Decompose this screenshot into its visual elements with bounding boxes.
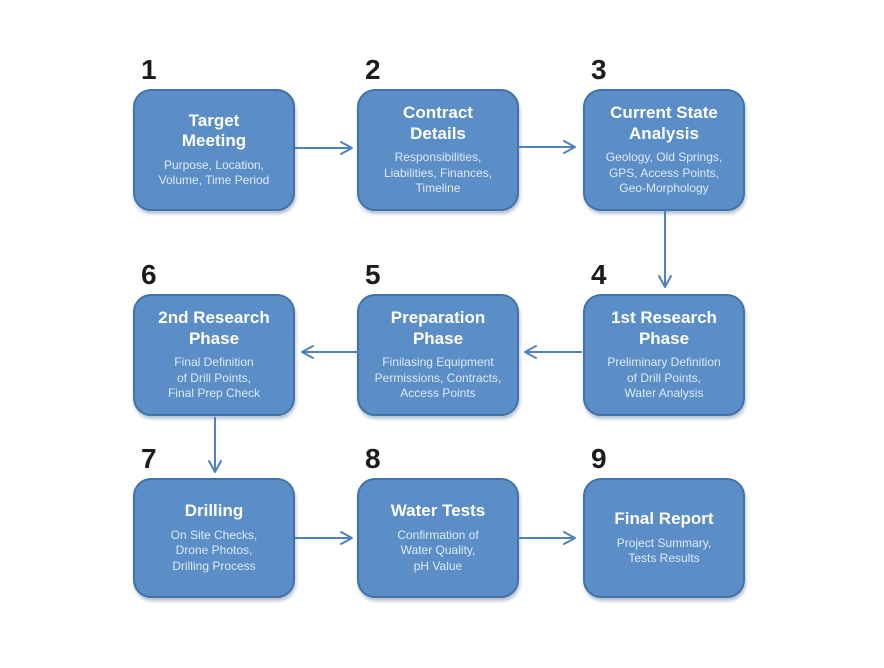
node-preparation-phase: Preparation Phase Finilasing Equipment P… — [357, 294, 519, 416]
node-title: Contract Details — [403, 103, 473, 143]
arrow-step7-to-step8 — [293, 529, 361, 547]
arrow-step2-to-step3 — [516, 138, 584, 156]
node-title: Current State Analysis — [610, 103, 718, 143]
arrow-step6-to-step7 — [206, 416, 224, 480]
arrow-step4-to-step5 — [516, 343, 584, 361]
node-drilling: Drilling On Site Checks, Drone Photos, D… — [133, 478, 295, 598]
step-number-9: 9 — [591, 443, 607, 474]
node-subtitle: Responsibilities, Liabilities, Finances,… — [383, 150, 493, 196]
node-subtitle: Geology, Old Springs, GPS, Access Points… — [605, 150, 723, 196]
node-target-meeting: Target Meeting Purpose, Location, Volume… — [133, 89, 295, 211]
node-1st-research-phase: 1st Research Phase Preliminary Definitio… — [583, 294, 745, 416]
step-number-5: 5 — [365, 259, 381, 290]
arrow-step3-to-step4 — [656, 209, 674, 295]
node-water-tests: Water Tests Confirmation of Water Qualit… — [357, 478, 519, 598]
arrow-step8-to-step9 — [516, 529, 584, 547]
step-number-8: 8 — [365, 443, 381, 474]
arrow-step1-to-step2 — [293, 139, 361, 157]
node-title: Final Report — [614, 509, 714, 529]
node-contract-details: Contract Details Responsibilities, Liabi… — [357, 89, 519, 211]
arrow-step5-to-step6 — [293, 343, 361, 361]
node-title: Drilling — [184, 501, 244, 521]
step-number-3: 3 — [591, 54, 607, 85]
node-subtitle: Project Summary, Tests Results — [616, 535, 712, 566]
node-subtitle: Confirmation of Water Quality, pH Value — [397, 527, 479, 573]
node-subtitle: Preliminary Definition of Drill Points, … — [607, 355, 721, 401]
step-number-1: 1 — [141, 54, 157, 85]
node-title: Water Tests — [390, 501, 486, 521]
step-number-2: 2 — [365, 54, 381, 85]
node-title: Preparation Phase — [390, 308, 486, 348]
step-number-4: 4 — [591, 259, 607, 290]
step-number-7: 7 — [141, 443, 157, 474]
node-current-state-analysis: Current State Analysis Geology, Old Spri… — [583, 89, 745, 211]
node-2nd-research-phase: 2nd Research Phase Final Definition of D… — [133, 294, 295, 416]
node-title: Target Meeting — [181, 111, 247, 151]
node-title: 2nd Research Phase — [158, 308, 270, 348]
node-subtitle: Final Definition of Drill Points, Final … — [167, 355, 261, 401]
node-subtitle: On Site Checks, Drone Photos, Drilling P… — [170, 527, 258, 573]
node-subtitle: Purpose, Location, Volume, Time Period — [158, 157, 270, 188]
step-number-6: 6 — [141, 259, 157, 290]
node-subtitle: Finilasing Equipment Permissions, Contra… — [374, 355, 502, 401]
node-title: 1st Research Phase — [611, 308, 717, 348]
node-final-report: Final Report Project Summary, Tests Resu… — [583, 478, 745, 598]
